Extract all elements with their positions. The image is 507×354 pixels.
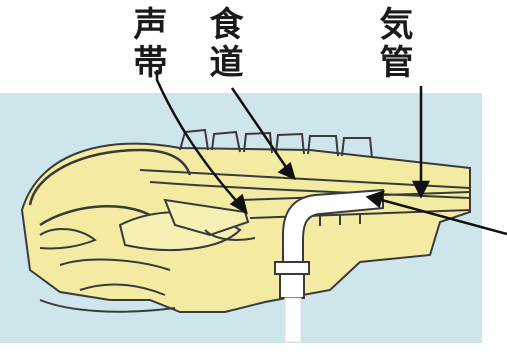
esophagus-band-lower [149,181,471,199]
vocal-cords [163,198,250,237]
skull-outline [28,148,192,227]
epiglottis [204,229,256,241]
jaw-outline [39,299,176,313]
tube-arrow [377,197,507,236]
nasal-outline [39,228,97,250]
esophagus-arrowhead [277,161,296,181]
vocal-cords-arrow [155,70,241,206]
vocal-cords-label: 声帯 [127,6,167,82]
vocal-cords-arrowhead [229,193,248,215]
tube-connector [274,261,310,275]
mouth-outline [59,258,171,296]
vertebrae [179,128,373,159]
trachea-label: 気管 [373,6,413,82]
esophagus-label: 食道 [203,6,243,82]
tube-extension [284,297,302,343]
trachea-arrowhead [411,180,431,199]
esophagus-arrow [230,87,290,171]
pointer-arrows [155,70,507,236]
tube-adapter [279,273,305,299]
tube-arrowhead [365,190,385,209]
